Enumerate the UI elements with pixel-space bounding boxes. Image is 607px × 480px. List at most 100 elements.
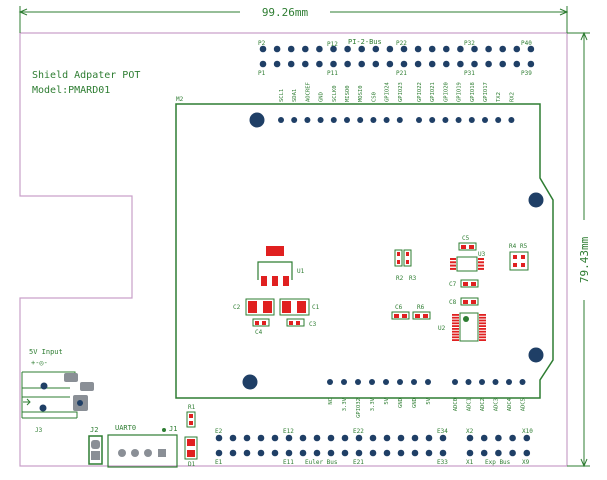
euler-e11: E11: [283, 459, 294, 466]
arduino-pin-label: SCL1: [279, 89, 285, 102]
pi-header-pin: [287, 60, 295, 68]
arduino-pin-label: MISO0: [345, 85, 351, 102]
u2-pad: [479, 325, 486, 327]
pi-header-pin: [527, 45, 535, 53]
exp-x10: X10: [522, 428, 533, 435]
j2-label: J2: [90, 426, 98, 434]
pi-header-pin: [499, 45, 507, 53]
pi-header-pin: [273, 45, 281, 53]
u3-pad: [450, 258, 456, 260]
pi-header-pin: [457, 45, 464, 53]
jack-pad: [64, 373, 78, 382]
arduino-pin-label: AOCREF: [305, 82, 311, 102]
r3-label: R3: [409, 275, 417, 282]
euler-bus-pin: [439, 449, 447, 457]
arduino-power-pin: [425, 379, 431, 385]
r1-resistor: [186, 411, 196, 428]
euler-bus-pin: [327, 449, 335, 457]
arduino-pin: [468, 117, 475, 123]
u2-pad: [479, 339, 486, 341]
exp-bus-pin: [509, 449, 516, 457]
arduino-pin-label: SCLK0: [332, 85, 338, 102]
arduino-pin: [416, 117, 422, 123]
c4-label: C4: [255, 329, 263, 336]
exp-bus-pin: [495, 449, 502, 457]
euler-bus-pin: [313, 449, 321, 457]
euler-bus-pin: [411, 434, 419, 442]
u3-pads: [450, 258, 484, 270]
u1-tab-pad: [266, 246, 284, 256]
uart-pins: [118, 449, 166, 457]
arduino-pin-label: GPIO32: [356, 398, 362, 418]
j2-pin: [91, 451, 100, 460]
pi-header-pin: [428, 60, 436, 68]
arduino-pin-label: ADC4: [507, 397, 513, 411]
exp-x2: X2: [466, 428, 474, 435]
euler-bus-pin: [411, 449, 419, 457]
arduino-pin-label: 5V: [384, 397, 390, 404]
pi-header-pin: [344, 45, 351, 53]
u2-pad: [452, 325, 459, 327]
arduino-pin-label: ADC0: [453, 398, 459, 411]
pi-label-p39: P39: [521, 70, 532, 77]
j2-pin: [91, 440, 100, 449]
arduino-pin: [317, 117, 324, 123]
euler-bus-pin: [215, 434, 223, 442]
pi-header-pin: [358, 45, 366, 53]
r4-r5-resistors: [509, 251, 529, 271]
u3-pad: [478, 261, 484, 264]
exp-bus-pin: [523, 449, 531, 457]
u2-pad: [479, 322, 486, 325]
arduino-pin: [396, 117, 403, 123]
arduino-power-pin: [369, 379, 375, 385]
uart-label: UART0: [115, 424, 136, 432]
pi-header-pin: [302, 45, 309, 53]
mounting-hole: [528, 347, 544, 363]
euler-bus-pin: [369, 434, 377, 442]
arduino-pin-label: ADC3: [494, 398, 500, 411]
euler-bus-pin: [369, 449, 377, 457]
exp-bus-pin: [466, 449, 474, 457]
u3-pad: [478, 264, 484, 267]
euler-e1: E1: [215, 459, 223, 466]
pi-header-pin: [513, 60, 521, 68]
c2-label: C2: [233, 304, 241, 311]
u2-pad: [452, 336, 459, 339]
pi-header-pin: [302, 60, 309, 68]
pin-holes: [215, 45, 544, 457]
arduino-pin: [508, 117, 515, 123]
u3-pad: [450, 264, 456, 267]
arduino-pin-label: ADC5: [521, 398, 527, 411]
c3-label: C3: [309, 321, 317, 328]
pi-label-p12: P12: [327, 41, 338, 48]
euler-bus-pin: [285, 449, 293, 457]
r2-r3-resistors: [394, 249, 412, 267]
arduino-adc-pin: [492, 379, 499, 385]
u2-pad: [452, 319, 459, 322]
u3-pad: [478, 267, 484, 270]
euler-bus-pin: [425, 434, 433, 442]
jack-pin: [39, 404, 47, 412]
pi-header-pin: [273, 60, 281, 68]
jack-pin: [40, 382, 48, 390]
euler-bus-pin: [425, 449, 433, 457]
arduino-pin-label: GPIO19: [457, 82, 463, 102]
exp-bus-pin: [523, 434, 531, 442]
d1-label: D1: [188, 461, 196, 468]
r5-label: R5: [520, 243, 528, 250]
u3-pad: [450, 267, 456, 270]
pi-header-pin: [259, 60, 267, 68]
euler-bus-pin: [257, 449, 265, 457]
c7-capacitor: [460, 279, 479, 288]
pi-header-pin: [457, 60, 464, 68]
arduino-pin-label: RX2: [509, 92, 515, 102]
euler-bus-pin: [257, 434, 265, 442]
euler-bus-pin: [243, 434, 251, 442]
u2-pad: [479, 336, 486, 339]
u2-pad: [452, 333, 459, 336]
height-label: 79.43mm: [578, 236, 591, 283]
j3-label: J3: [35, 427, 43, 434]
arduino-pin-label: GND: [412, 398, 418, 408]
